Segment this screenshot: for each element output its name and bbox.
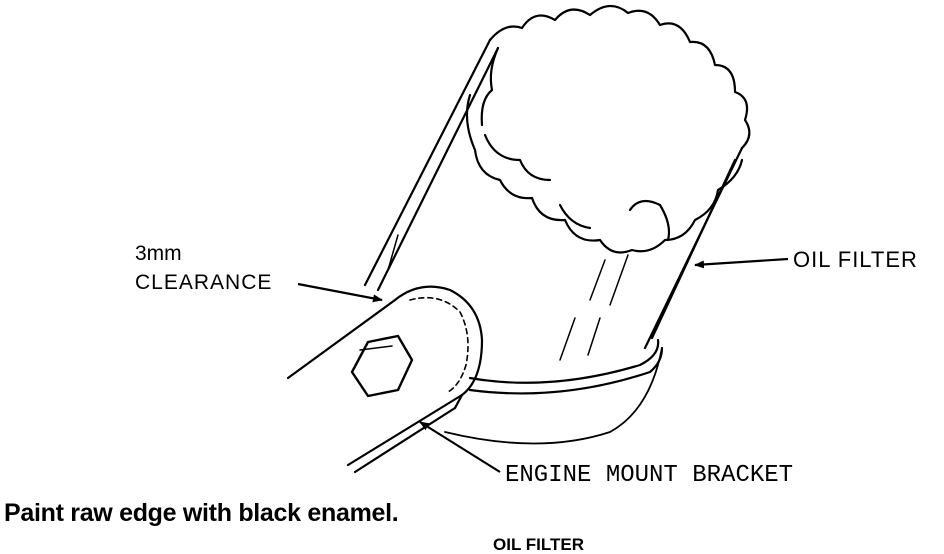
- engine-mount-bracket-label: ENGINE MOUNT BRACKET: [505, 462, 794, 489]
- paint-note: Paint raw edge with black enamel.: [4, 499, 399, 527]
- engine-mount-bracket: [286, 285, 484, 474]
- leader-lines: [297, 257, 789, 473]
- oil-filter-body: [363, 4, 751, 445]
- figure-caption: OIL FILTER: [493, 535, 584, 554]
- bracket-leader: [419, 421, 501, 473]
- oil-filter-label: OIL FILTER: [793, 247, 918, 272]
- clearance-leader: [297, 282, 383, 303]
- oil-filter-leader: [694, 257, 789, 269]
- clearance-value-label: 3mm: [135, 242, 182, 265]
- clearance-label: CLEARANCE: [135, 271, 273, 294]
